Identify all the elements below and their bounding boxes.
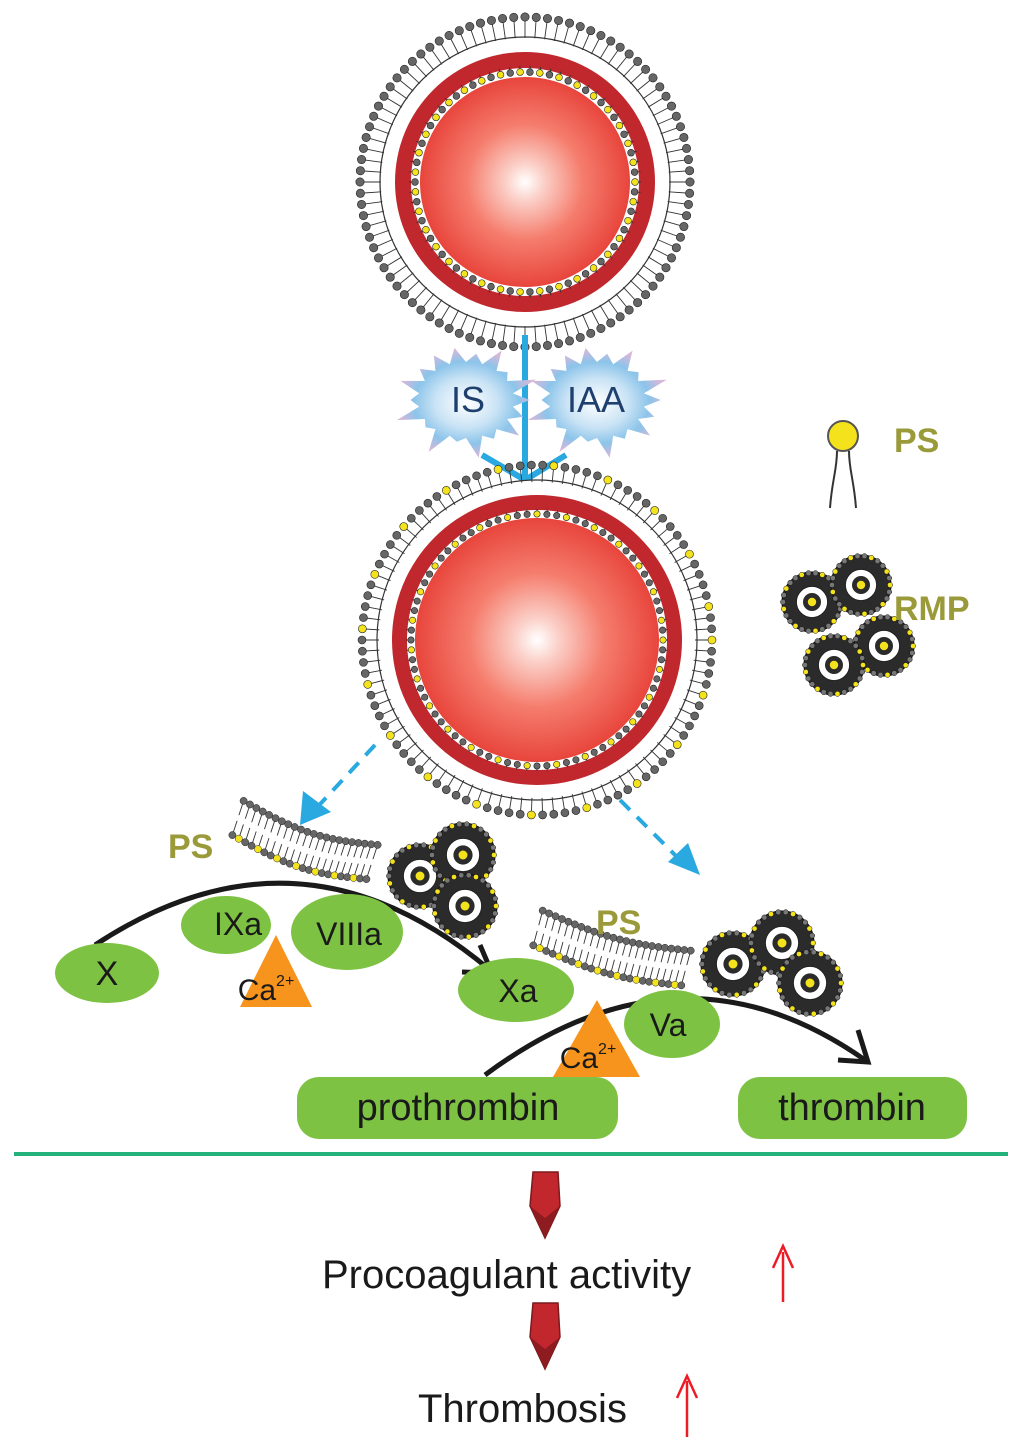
iaa-label: IAA [567, 379, 625, 420]
factor-viiia-label: VIIIa [316, 916, 382, 952]
calcium-left-label: Ca2+ [238, 973, 295, 1007]
down-arrow-1 [529, 1171, 561, 1240]
dashed-arrows [300, 743, 700, 875]
up-arrow-thrombosis [675, 1372, 699, 1437]
rmp-cluster-left [386, 821, 499, 940]
iaa-toxin-burst: IAA [527, 347, 667, 458]
thrombosis-label: Thrombosis [418, 1387, 627, 1431]
thrombin-label: thrombin [778, 1087, 926, 1129]
ps-membrane-fragment-left [228, 797, 382, 883]
ps-lipid-icon [827, 420, 859, 452]
red-blood-cell-exposed-ps [357, 460, 717, 820]
legend-ps: PS [827, 420, 939, 509]
legend-rmp: RMP [780, 553, 970, 697]
legend-ps-label: PS [894, 422, 939, 460]
ps-label-left: PS [168, 828, 213, 866]
factor-va: Va [624, 990, 720, 1058]
prothrombin-box: prothrombin [297, 1077, 618, 1139]
calcium-ion-left: Ca2+ [238, 935, 312, 1007]
calcium-ion-right: Ca2+ [553, 1000, 640, 1077]
down-arrow-2 [529, 1302, 561, 1371]
thrombin-box: thrombin [738, 1077, 967, 1139]
factor-ixa-label: IXa [214, 906, 262, 942]
procoagulant-activity-label: Procoagulant activity [322, 1253, 691, 1297]
ps-membrane-fragment-middle [529, 906, 695, 990]
ps-label-middle: PS [596, 904, 641, 942]
factor-x: X [55, 943, 159, 1003]
is-toxin-burst: IS [396, 347, 536, 458]
factor-xa: Xa [458, 958, 574, 1022]
factor-va-label: Va [650, 1007, 687, 1043]
factor-x-label: X [96, 955, 119, 993]
legend-rmp-label: RMP [894, 590, 970, 628]
is-label: IS [451, 379, 485, 420]
calcium-right-label: Ca2+ [560, 1041, 617, 1075]
factor-ixa: IXa [181, 896, 271, 954]
factor-viiia: VIIIa [291, 894, 403, 970]
factor-xa-label: Xa [498, 973, 537, 1009]
up-arrow-procoagulant [771, 1242, 795, 1302]
prothrombin-label: prothrombin [357, 1087, 560, 1129]
red-blood-cell-normal [355, 12, 695, 352]
rmp-cluster-right [699, 909, 844, 1017]
